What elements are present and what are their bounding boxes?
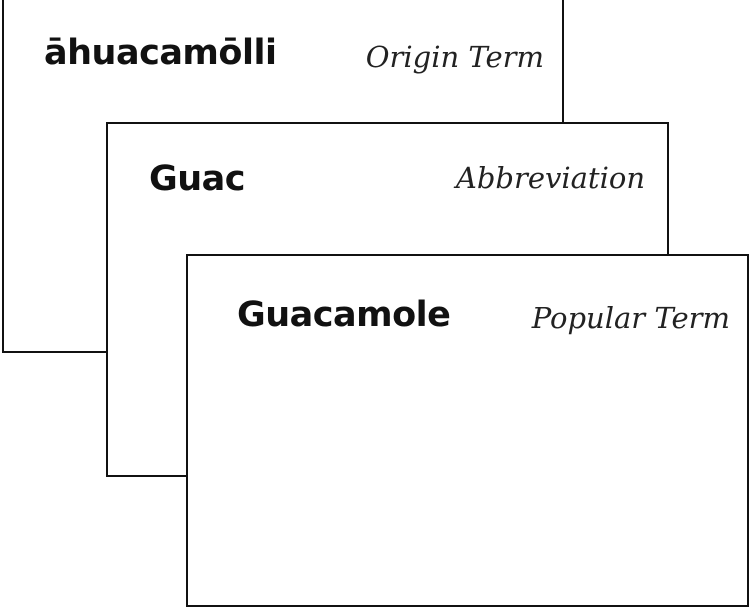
origin-term-word: āhuacamōlli	[44, 33, 277, 73]
popular-term-label: Popular Term	[531, 301, 730, 335]
popular-term-word: Guacamole	[237, 295, 451, 335]
origin-term-label: Origin Term	[365, 40, 544, 74]
popular-term-card: Guacamole Popular Term	[186, 254, 749, 607]
abbreviation-word: Guac	[149, 159, 246, 199]
abbreviation-label: Abbreviation	[455, 161, 645, 195]
